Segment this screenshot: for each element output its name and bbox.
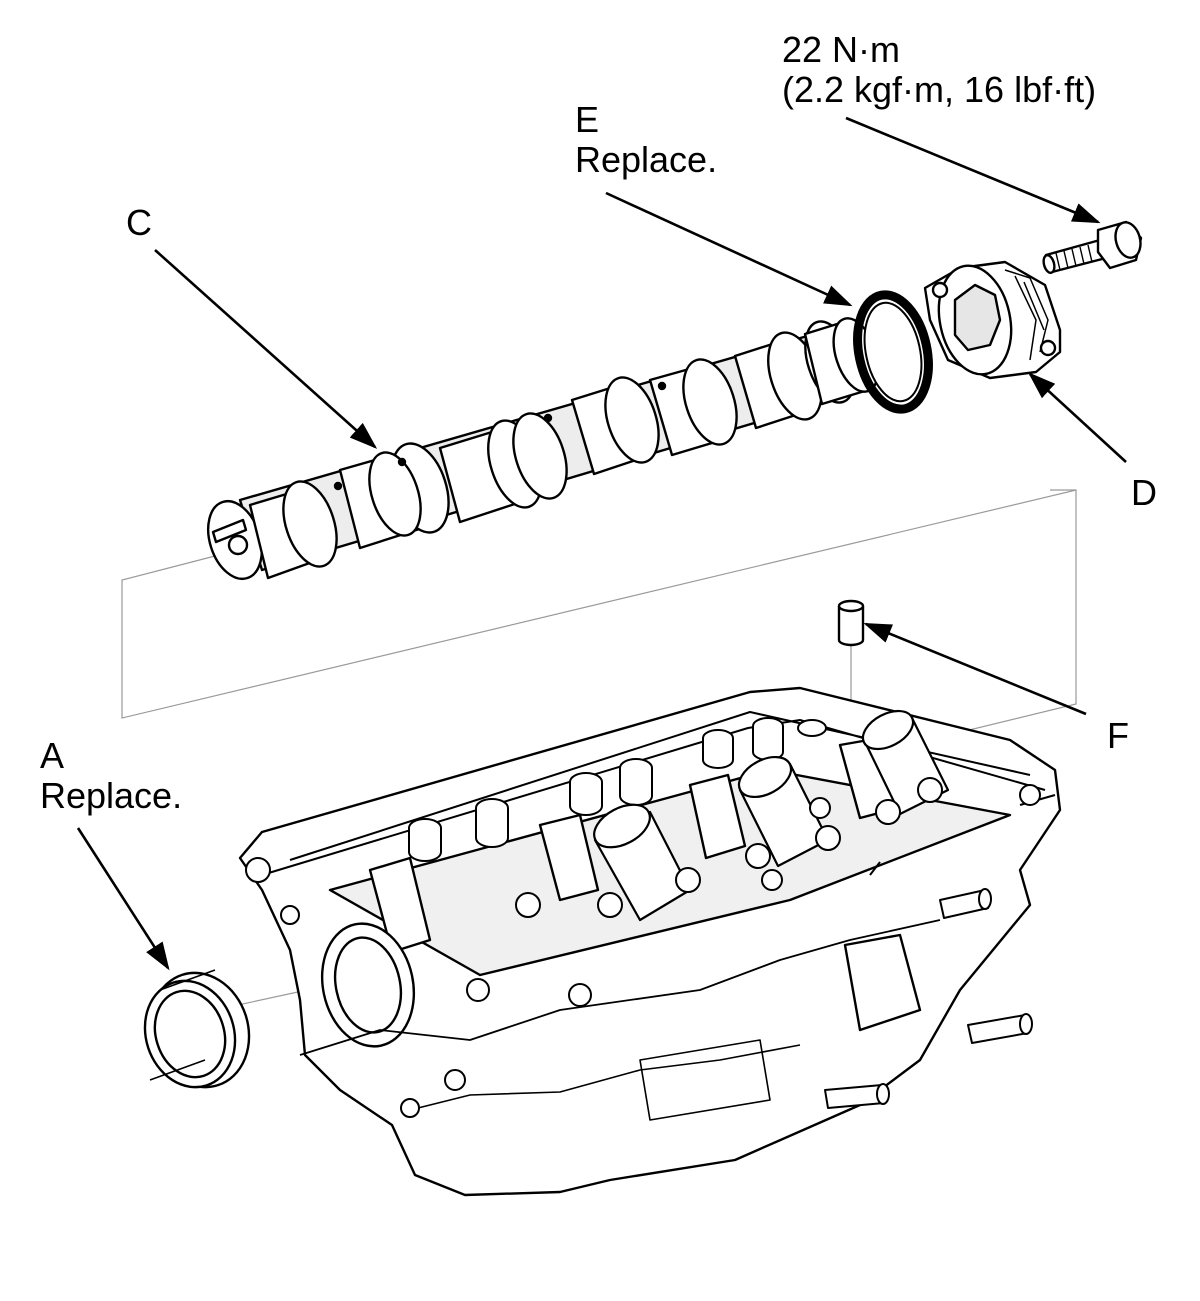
torque-label: 22 N·m (2.2 kgf·m, 16 lbf·ft) [782, 30, 1096, 110]
end-cap-housing [923, 260, 1062, 380]
leader-torque [845, 116, 1101, 224]
oil-seal [143, 969, 251, 1089]
leader-f [863, 622, 1087, 716]
camshaft [207, 317, 880, 581]
callout-e: E Replace. [575, 100, 717, 180]
dowel-pin [837, 599, 865, 647]
callout-a-note: Replace. [40, 775, 183, 816]
callout-d: D [1131, 473, 1157, 513]
leader-d [1027, 372, 1127, 463]
o-ring [853, 290, 933, 414]
leader-lines [76, 116, 1127, 971]
callout-f-letter: F [1107, 715, 1129, 756]
callout-e-note: Replace. [575, 139, 718, 180]
torque-value: 22 N·m [782, 29, 901, 70]
callout-f: F [1107, 716, 1129, 756]
callout-e-letter: E [575, 99, 600, 140]
callout-a: A Replace. [40, 736, 182, 816]
leader-e [605, 191, 853, 307]
cylinder-head [238, 686, 1062, 1197]
torque-conversion: (2.2 kgf·m, 16 lbf·ft) [782, 69, 1097, 110]
callout-c-letter: C [126, 202, 152, 243]
leader-a [76, 827, 170, 971]
bolt [1042, 220, 1143, 274]
leader-c [154, 249, 378, 449]
callout-d-letter: D [1131, 472, 1157, 513]
callout-a-letter: A [40, 735, 65, 776]
callout-c: C [126, 203, 152, 243]
